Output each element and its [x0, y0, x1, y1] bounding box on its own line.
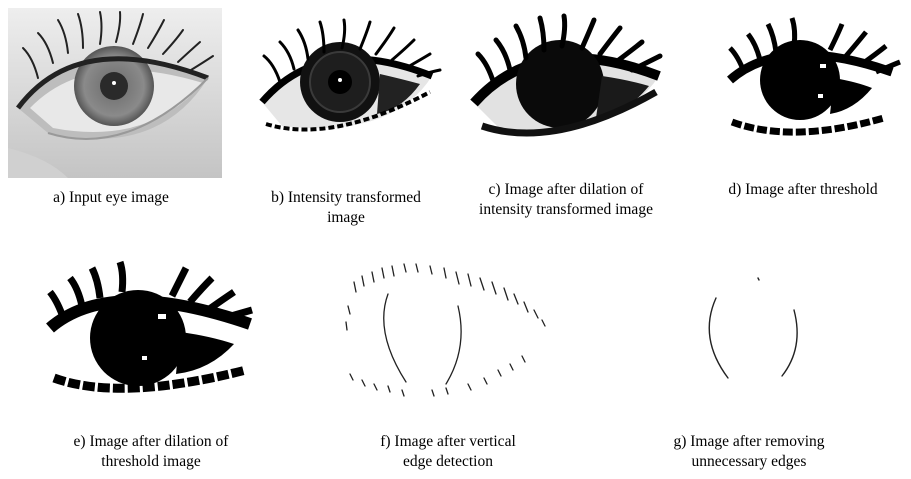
caption-line: edge detection: [338, 452, 558, 472]
caption-line: a) Input eye image: [0, 188, 222, 208]
caption-line: image: [246, 208, 446, 228]
panel-d-threshold: [722, 14, 904, 154]
panel-a-input-eye-image: [8, 8, 222, 178]
caption-e: e) Image after dilation of threshold ima…: [40, 432, 262, 472]
panel-f-vertical-edges: [338, 258, 558, 408]
panel-e-dilated-threshold: [40, 258, 260, 408]
input-eye-photo: [8, 8, 222, 178]
caption-line: threshold image: [40, 452, 262, 472]
panel-b-intensity-transformed: [252, 14, 442, 159]
panel-c-dilated-intensity: [464, 8, 670, 163]
dilated-threshold-eye: [40, 258, 260, 408]
caption-line: unnecessary edges: [620, 452, 878, 472]
caption-a: a) Input eye image: [0, 188, 222, 208]
caption-line: b) Intensity transformed: [246, 188, 446, 208]
caption-b: b) Intensity transformed image: [246, 188, 446, 228]
caption-line: e) Image after dilation of: [40, 432, 262, 452]
caption-line: d) Image after threshold: [700, 180, 906, 200]
caption-line: f) Image after vertical: [338, 432, 558, 452]
threshold-eye: [722, 14, 904, 154]
caption-g: g) Image after removing unnecessary edge…: [620, 432, 878, 472]
caption-line: c) Image after dilation of: [446, 180, 686, 200]
dilated-intensity-eye: [464, 8, 670, 163]
panel-g-filtered-edges: [680, 258, 820, 408]
vertical-edges-image: [338, 258, 558, 408]
filtered-edges-image: [680, 258, 820, 408]
caption-f: f) Image after vertical edge detection: [338, 432, 558, 472]
caption-c: c) Image after dilation of intensity tra…: [446, 180, 686, 220]
caption-line: g) Image after removing: [620, 432, 878, 452]
caption-d: d) Image after threshold: [700, 180, 906, 200]
caption-line: intensity transformed image: [446, 200, 686, 220]
intensity-transformed-eye: [252, 14, 442, 159]
